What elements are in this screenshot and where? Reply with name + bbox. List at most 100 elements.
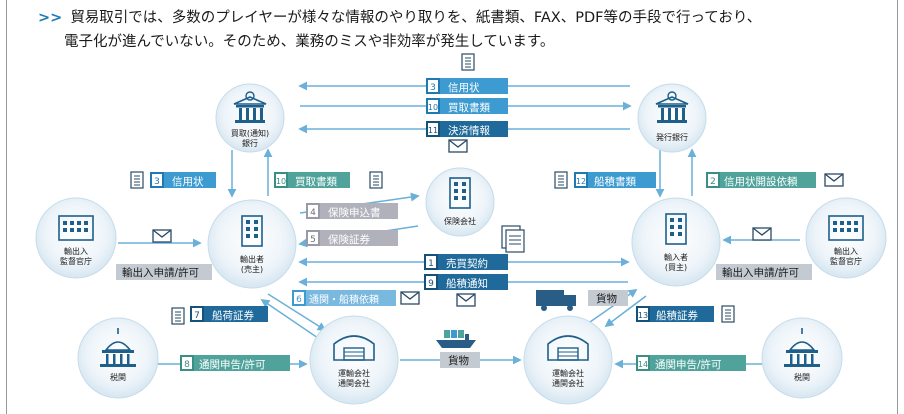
flow-text: 決済情報 <box>448 124 490 137</box>
mail-icon <box>456 293 476 307</box>
right-permit-label: 輸出入申請/許可 <box>716 264 812 280</box>
flow-label-4: 4 保険申込書 <box>306 203 398 219</box>
flow-label-7: 7 船荷証券 <box>190 306 268 322</box>
carrier-left-label-2: 通関会社 <box>338 378 370 388</box>
node-customs-right: 税関 <box>761 317 843 399</box>
exporter-label-1: 輸出者 <box>240 254 264 264</box>
headline-mark: >> <box>38 10 63 26</box>
flow-text: 売買契約 <box>446 257 488 270</box>
node-importer: 輸入者 (買主) <box>631 197 721 287</box>
document-icon <box>369 171 383 189</box>
document-icon <box>721 305 735 323</box>
flow-label-11-top: 11 決済情報 <box>426 121 508 137</box>
node-issuing-bank: 発行銀行 <box>637 83 707 153</box>
flow-text: 信用状 <box>172 175 204 188</box>
node-import-authority: 輸出入 監督官庁 <box>805 197 887 279</box>
flow-label-6: 6 通関・船積依頼 <box>292 290 396 306</box>
flow-label-1: 1 売買契約 <box>424 254 508 270</box>
document-icon <box>130 171 144 189</box>
flow-num: 7 <box>194 311 200 321</box>
node-buying-bank: 買取(通知) 銀行 <box>215 83 285 153</box>
flow-label-12: 12 船積書類 <box>574 172 656 188</box>
cargo-bottom-label: 貨物 <box>440 352 480 368</box>
flow-text: 保険申込書 <box>328 206 381 219</box>
headline-line-2: 電子化が進んでいない。そのため、業務のミスや非効率が発生しています。 <box>64 34 555 50</box>
importer-label-1: 輸入者 <box>664 252 688 262</box>
flow-num: 10 <box>276 177 286 186</box>
exporter-label-2: (売主) <box>241 264 263 274</box>
mail-icon <box>400 291 420 305</box>
flow-num: 14 <box>638 360 648 369</box>
right-permit-text: 輸出入申請/許可 <box>722 266 799 279</box>
flow-text: 信用状 <box>448 81 480 94</box>
flow-text: 通関申告/許可 <box>199 358 266 371</box>
export-authority-label-1: 輸出入 <box>64 246 88 256</box>
arrow-6 <box>267 293 327 331</box>
left-frame-line <box>6 0 7 414</box>
flow-label-10-left: 10 買取書類 <box>274 172 350 188</box>
export-authority-label-2: 監督官庁 <box>60 256 92 266</box>
insurer-label: 保険会社 <box>444 216 476 226</box>
flow-text: 船積証券 <box>656 309 698 322</box>
arrow-7 <box>260 298 319 339</box>
mail-icon <box>824 173 844 187</box>
document-icon <box>461 53 475 71</box>
cargo-top-label: 貨物 <box>588 290 628 306</box>
flow-label-14: 14 通関申告/許可 <box>636 355 746 371</box>
arrow-13 <box>604 295 647 328</box>
flow-num: 11 <box>428 126 438 135</box>
flow-num: 12 <box>576 177 586 186</box>
flow-num: 9 <box>428 279 434 289</box>
contract-documents-icon <box>501 225 525 253</box>
buying-bank-label-2: 銀行 <box>242 138 258 148</box>
truck-icon <box>536 290 576 311</box>
mail-icon <box>752 227 772 241</box>
mail-icon <box>448 139 468 153</box>
headline-line-1: >> 貿易取引では、多数のプレイヤーが様々な情報のやり取りを、紙書類、FAX、PD… <box>38 8 761 28</box>
flow-num: 13 <box>638 311 648 320</box>
flow-num: 3 <box>430 83 436 93</box>
flow-text: 船積通知 <box>446 277 488 290</box>
cargo-top-text: 貨物 <box>596 292 617 305</box>
flow-label-3-left: 3 信用状 <box>150 172 216 188</box>
importer-label-2: (買主) <box>665 262 687 272</box>
document-icon <box>171 307 185 325</box>
carrier-right-label-1: 運輸会社 <box>552 368 584 378</box>
carrier-right-label-2: 通関会社 <box>552 378 584 388</box>
left-permit-text: 輸出入申請/許可 <box>122 266 199 279</box>
import-authority-label-2: 監督官庁 <box>830 256 862 266</box>
node-exporter: 輸出者 (売主) <box>207 199 297 289</box>
node-export-authority: 輸出入 監督官庁 <box>35 197 117 279</box>
flow-num: 5 <box>310 235 316 245</box>
document-icon <box>554 171 568 189</box>
node-customs-left: 税関 <box>77 317 159 399</box>
flow-num: 2 <box>710 177 716 187</box>
node-carrier-left: 運輸会社 通関会社 <box>309 315 399 405</box>
flow-num: 8 <box>184 360 190 370</box>
flow-num: 6 <box>296 295 302 305</box>
flow-text: 買取書類 <box>295 175 337 188</box>
cargo-bottom-text: 貨物 <box>448 354 469 367</box>
flow-num: 1 <box>428 259 434 269</box>
flow-label-10-top: 10 買取書類 <box>426 98 508 114</box>
customs-left-label: 税関 <box>110 372 126 382</box>
import-authority-label-1: 輸出入 <box>834 246 858 256</box>
left-permit-label: 輸出入申請/許可 <box>116 264 212 280</box>
flow-label-8: 8 通関申告/許可 <box>180 355 290 371</box>
flow-num: 4 <box>310 208 316 218</box>
ship-icon <box>436 330 476 348</box>
flow-label-3-top: 3 信用状 <box>426 78 508 94</box>
node-insurer: 保険会社 <box>425 167 495 237</box>
buying-bank-label-1: 買取(通知) <box>231 128 269 138</box>
headline-text-1: 貿易取引では、多数のプレイヤーが様々な情報のやり取りを、紙書類、FAX、PDF等… <box>70 10 762 26</box>
flow-text: 通関・船積依頼 <box>309 293 379 306</box>
flow-num: 3 <box>154 177 160 187</box>
flow-label-9: 9 船積通知 <box>424 274 508 290</box>
flow-num: 10 <box>428 103 438 112</box>
mail-icon <box>152 229 172 243</box>
flow-label-5: 5 保険証券 <box>306 230 398 246</box>
flow-text: 通関申告/許可 <box>655 358 722 371</box>
issuing-bank-label: 発行銀行 <box>656 132 688 142</box>
